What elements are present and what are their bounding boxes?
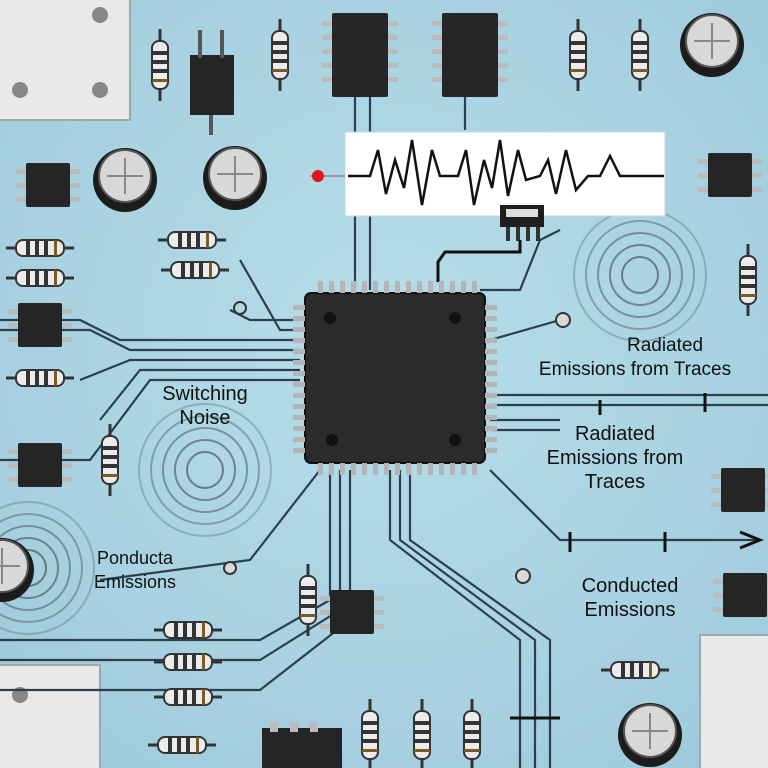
resistor-icon <box>4 368 76 388</box>
electrolytic-capacitor-icon <box>617 702 683 768</box>
radiated-emissions-top-label: Radiated Emissions from Traces <box>538 335 732 380</box>
resistor-icon <box>159 260 231 280</box>
radiated-emissions-mid-label: Radiated Emissions from Traces <box>546 423 684 493</box>
oscilloscope-waveform-panel <box>310 131 666 282</box>
probe-red-dot-icon <box>312 170 324 182</box>
soic-ic-icon <box>432 13 508 97</box>
connector-header-icon <box>262 722 342 768</box>
soic-ic-icon <box>711 468 768 512</box>
transistor-icon <box>190 30 234 135</box>
soic-ic-icon <box>8 303 72 347</box>
resistor-icon <box>360 697 380 768</box>
resistor-icon <box>630 17 650 93</box>
soic-ic-icon <box>698 153 762 197</box>
electrolytic-capacitor-icon <box>0 537 35 603</box>
resistor-icon <box>152 652 224 672</box>
connector-bottom-right <box>699 634 768 768</box>
electrolytic-capacitor-icon <box>679 12 745 78</box>
conducted-emissions-left-label: Ponducta Emissions <box>93 548 177 592</box>
electrolytic-capacitor-icon <box>92 147 158 213</box>
resistor-icon <box>298 562 318 638</box>
resistor-icon <box>4 268 76 288</box>
soic-ic-icon <box>16 163 80 207</box>
electrolytic-capacitor-icon <box>202 145 268 211</box>
oscilloscope-probe-icon <box>436 205 544 282</box>
resistor-icon <box>270 17 290 93</box>
soic-ic-icon <box>713 573 768 617</box>
connector-top-left <box>0 0 131 121</box>
resistor-icon <box>599 660 671 680</box>
resistor-icon <box>156 230 228 250</box>
resistor-icon <box>100 422 120 498</box>
soic-ic-icon <box>320 590 384 634</box>
soic-ic-icon <box>8 443 72 487</box>
resistor-icon <box>738 242 758 318</box>
soic-ic-icon <box>322 13 398 97</box>
resistor-icon <box>412 697 432 768</box>
resistor-icon <box>152 687 224 707</box>
radiated-emission-waves <box>573 208 707 342</box>
resistor-icon <box>4 238 76 258</box>
connector-bottom-left <box>0 664 101 768</box>
resistor-icon <box>152 620 224 640</box>
resistor-icon <box>462 697 482 768</box>
switching-noise-label: Switching Noise <box>162 383 248 429</box>
qfp-microcontroller-icon <box>293 281 497 475</box>
conducted-emissions-right-label: Conducted Emissions <box>581 575 679 621</box>
resistor-icon <box>568 17 588 93</box>
resistor-icon <box>150 27 170 103</box>
resistor-icon <box>146 735 218 755</box>
